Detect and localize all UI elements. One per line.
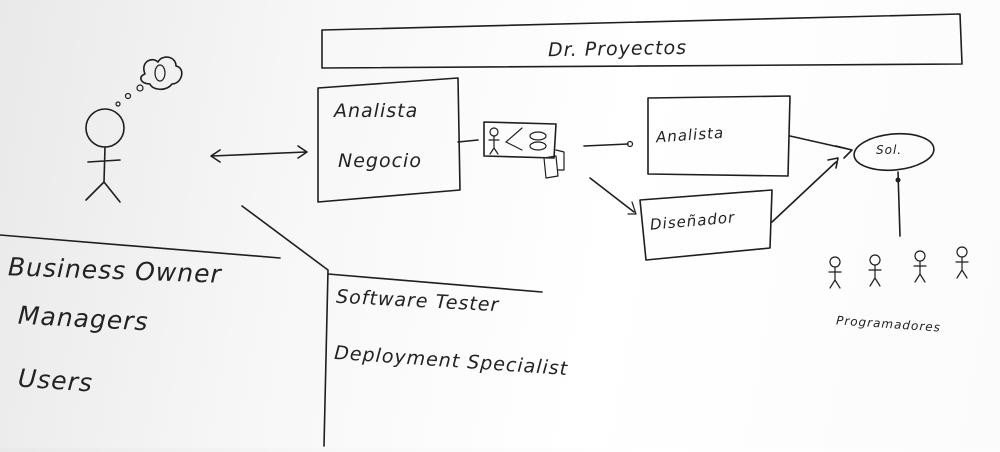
stakeholder-business-owner: Business Owner <box>7 252 223 289</box>
business-analyst-box <box>317 77 461 203</box>
link-line <box>457 139 479 143</box>
solution-team-connector <box>897 171 901 237</box>
header-title: Dr. Proyectos <box>547 36 688 62</box>
stakeholder-users: Users <box>17 363 94 398</box>
client-stick-figure <box>85 108 125 203</box>
programmer-figures <box>828 246 969 289</box>
arrow-analyst-to-solution <box>789 135 853 159</box>
uml-diagram-icon <box>483 121 565 179</box>
double-arrow <box>210 145 308 163</box>
arrow-to-designer <box>589 177 637 215</box>
analyst-box <box>647 95 791 177</box>
arrow-designer-to-solution <box>771 157 839 223</box>
stakeholders-divider <box>0 234 281 259</box>
solution-label: Sol. <box>876 143 903 157</box>
stakeholder-managers: Managers <box>17 300 150 337</box>
thought-bubble-icon <box>115 56 183 107</box>
solution-node <box>853 132 935 172</box>
business-analyst-label-line2: Negocio <box>338 150 422 172</box>
arrow-to-analyst <box>583 140 634 148</box>
qa-bracket <box>241 205 543 447</box>
designer-box <box>639 189 773 261</box>
header-box <box>321 13 963 69</box>
business-analyst-label-line1: Analista <box>334 100 419 122</box>
